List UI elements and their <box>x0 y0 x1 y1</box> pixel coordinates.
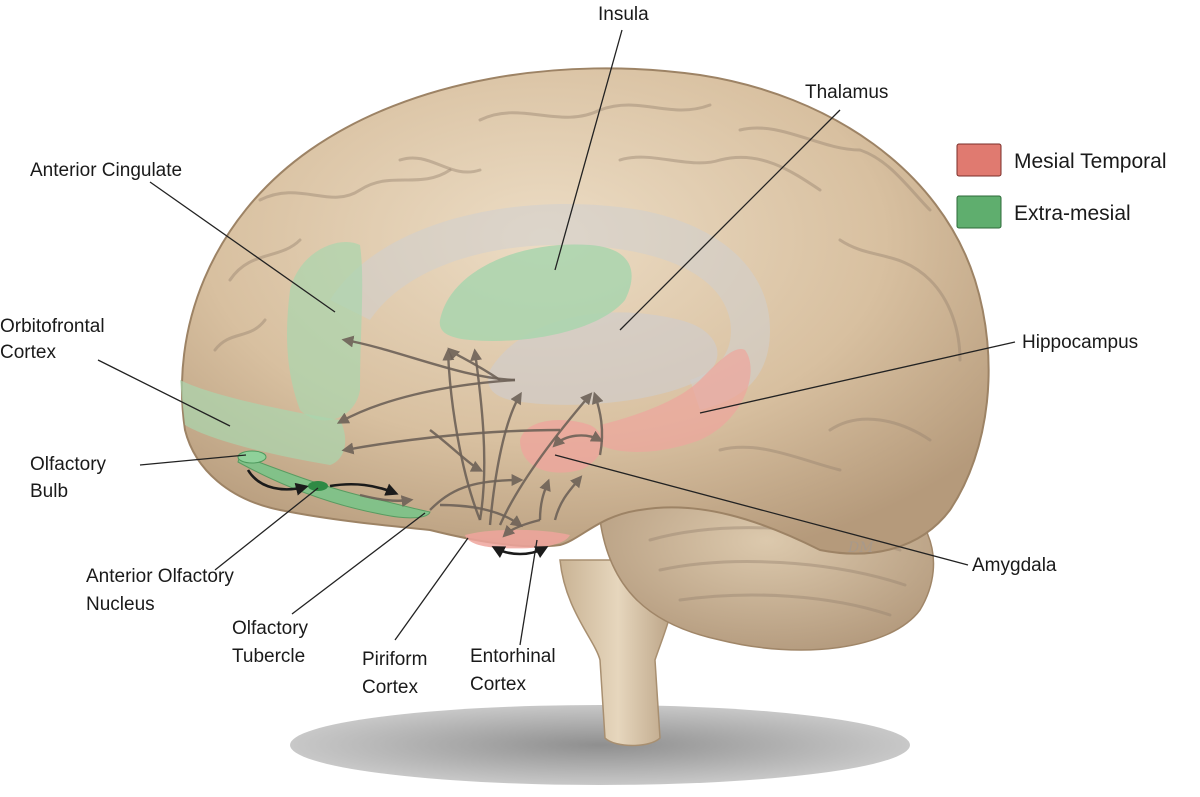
orbitofrontal-region <box>180 380 346 465</box>
label-orbitofrontal-2: Cortex <box>0 342 56 363</box>
label-olfactory-tubercle-1: Olfactory <box>232 618 309 639</box>
label-olfactory-bulb-1: Olfactory <box>30 454 107 475</box>
label-entorhinal-2: Cortex <box>470 674 526 695</box>
anterior-olfactory-nucleus-shape <box>308 481 328 491</box>
artist-signature: DM <box>847 540 874 556</box>
label-piriform-2: Cortex <box>362 677 418 698</box>
legend-swatch-extra-mesial <box>956 195 1002 229</box>
anterior-cingulate-region <box>287 242 363 421</box>
legend-label-mesial: Mesial Temporal <box>1014 150 1167 173</box>
label-anterior-cingulate: Anterior Cingulate <box>30 160 182 181</box>
ground-shadow <box>290 705 910 785</box>
legend-swatch-mesial <box>956 143 1002 177</box>
olfactory-bulb-shape <box>237 450 267 464</box>
labels: Insula Thalamus Anterior Cingulate Orbit… <box>0 4 1138 698</box>
label-orbitofrontal-1: Orbitofrontal <box>0 316 105 337</box>
label-entorhinal-1: Entorhinal <box>470 646 556 667</box>
label-hippocampus: Hippocampus <box>1022 332 1138 353</box>
legend: Mesial Temporal Extra-mesial <box>956 143 1167 229</box>
label-amygdala: Amygdala <box>972 555 1057 576</box>
label-anterior-olfactory-1: Anterior Olfactory <box>86 566 234 587</box>
connection-arrows <box>246 335 604 559</box>
leader-lines <box>97 29 1016 646</box>
label-anterior-olfactory-2: Nucleus <box>86 594 155 615</box>
hippocampus-region <box>600 349 751 452</box>
piriform-entorhinal-region <box>465 529 570 549</box>
cerebral-gyri <box>213 103 962 472</box>
inner-arc <box>330 204 770 410</box>
label-thalamus: Thalamus <box>805 82 888 103</box>
label-piriform-1: Piriform <box>362 649 427 670</box>
label-olfactory-bulb-2: Bulb <box>30 481 68 502</box>
label-insula: Insula <box>598 4 649 25</box>
insula-region <box>439 244 632 341</box>
legend-label-extra-mesial: Extra-mesial <box>1014 202 1131 225</box>
label-olfactory-tubercle-2: Tubercle <box>232 646 305 667</box>
